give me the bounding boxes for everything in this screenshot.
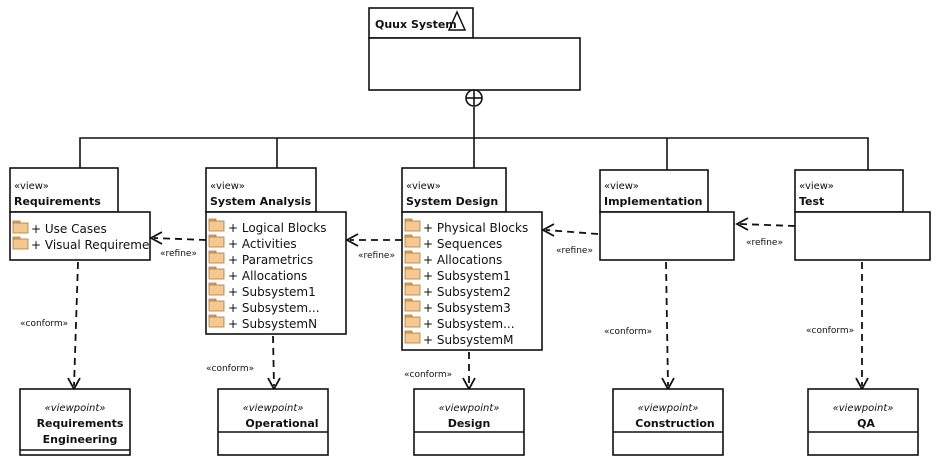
view-stereotype: «view» bbox=[14, 181, 49, 192]
refine-relation: «refine» bbox=[541, 223, 599, 256]
circle-plus-icon bbox=[465, 89, 483, 107]
refine-label: «refine» bbox=[358, 251, 395, 261]
refine-relation: «refine» bbox=[149, 231, 207, 259]
refine-label: «refine» bbox=[160, 249, 197, 259]
folder-icon bbox=[208, 266, 225, 280]
folder-icon bbox=[208, 250, 225, 264]
viewpoint-name: QA bbox=[857, 417, 875, 430]
folder-icon bbox=[12, 220, 29, 234]
folder-icon bbox=[208, 314, 225, 328]
package-item[interactable]: + SubsystemM bbox=[423, 333, 513, 347]
conform-relation: «conform» bbox=[404, 352, 476, 391]
package-item[interactable]: + Subsystem1 bbox=[228, 285, 316, 299]
viewpoint-name: Requirements bbox=[37, 417, 124, 430]
package-item-list: + Logical Blocks + Activities + Parametr… bbox=[208, 218, 326, 331]
package-item[interactable]: + Logical Blocks bbox=[228, 221, 326, 235]
folder-icon bbox=[208, 282, 225, 296]
folder-icon bbox=[404, 314, 421, 328]
refine-relation: «refine» bbox=[735, 217, 796, 248]
open-arrowhead-icon bbox=[267, 377, 281, 391]
view-name: System Design bbox=[406, 195, 498, 208]
folder-icon bbox=[404, 298, 421, 312]
root-package-title: Quux System bbox=[375, 18, 457, 31]
folder-icon bbox=[208, 234, 225, 248]
open-arrowhead-icon bbox=[735, 217, 749, 231]
conform-label: «conform» bbox=[206, 364, 254, 374]
folder-icon bbox=[12, 236, 29, 250]
refine-label: «refine» bbox=[556, 246, 593, 256]
viewpoint-name: Operational bbox=[245, 417, 318, 430]
open-arrowhead-icon bbox=[541, 223, 555, 237]
folder-icon bbox=[404, 218, 421, 232]
conform-relation: «conform» bbox=[604, 261, 675, 391]
package-item[interactable]: + SubsystemN bbox=[228, 317, 317, 331]
view-package-system-design[interactable]: «view» System Design + Physical Blocks +… bbox=[401, 167, 543, 351]
triangle-icon bbox=[447, 10, 467, 31]
viewpoint-stereotype: «viewpoint» bbox=[638, 403, 699, 414]
conform-relation: «conform» bbox=[20, 261, 81, 391]
viewpoint-name: Engineering bbox=[43, 433, 118, 446]
open-arrowhead-icon bbox=[345, 233, 359, 247]
folder-icon bbox=[404, 234, 421, 248]
package-item[interactable]: + Parametrics bbox=[228, 253, 313, 267]
conform-relation: «conform» bbox=[806, 262, 869, 391]
conform-relation: «conform» bbox=[206, 335, 281, 391]
view-name: Implementation bbox=[604, 195, 703, 208]
view-stereotype: «view» bbox=[406, 181, 441, 192]
package-item[interactable]: + Subsystem... bbox=[228, 301, 320, 315]
viewpoint-requirements-engineering[interactable]: «viewpoint» Requirements Engineering bbox=[19, 388, 131, 456]
package-item[interactable]: + Subsystem... bbox=[423, 317, 515, 331]
package-item[interactable]: + Use Cases bbox=[31, 222, 107, 236]
viewpoint-design[interactable]: «viewpoint» Design bbox=[413, 388, 525, 456]
conform-label: «conform» bbox=[20, 319, 68, 329]
viewpoint-name: Construction bbox=[635, 417, 714, 430]
folder-icon bbox=[404, 266, 421, 280]
package-item[interactable]: + Subsystem3 bbox=[423, 301, 511, 315]
package-item[interactable]: + Visual Requireme bbox=[31, 238, 149, 252]
folder-icon bbox=[404, 282, 421, 296]
package-item-list: + Physical Blocks + Sequences + Allocati… bbox=[404, 218, 528, 347]
view-stereotype: «view» bbox=[604, 181, 639, 192]
view-name: Test bbox=[799, 195, 824, 208]
conform-label: «conform» bbox=[404, 370, 452, 380]
refine-relation: «refine» bbox=[345, 233, 402, 261]
view-package-test[interactable]: «view» Test bbox=[794, 169, 931, 261]
viewpoint-stereotype: «viewpoint» bbox=[45, 403, 106, 414]
folder-icon bbox=[208, 298, 225, 312]
view-stereotype: «view» bbox=[799, 181, 834, 192]
package-item[interactable]: + Subsystem2 bbox=[423, 285, 511, 299]
conform-label: «conform» bbox=[806, 326, 854, 336]
viewpoint-stereotype: «viewpoint» bbox=[833, 403, 894, 414]
package-item[interactable]: + Allocations bbox=[423, 253, 502, 267]
viewpoint-name: Design bbox=[448, 417, 491, 430]
view-name: Requirements bbox=[14, 195, 101, 208]
refine-label: «refine» bbox=[746, 238, 783, 248]
package-item[interactable]: + Physical Blocks bbox=[423, 221, 528, 235]
open-arrowhead-icon bbox=[149, 231, 163, 245]
view-package-implementation[interactable]: «view» Implementation bbox=[599, 169, 735, 261]
folder-icon bbox=[404, 330, 421, 344]
viewpoint-operational[interactable]: «viewpoint» Operational bbox=[217, 388, 329, 456]
containment-tree bbox=[79, 107, 869, 170]
view-package-system-analysis[interactable]: «view» System Analysis + Logical Blocks … bbox=[205, 167, 347, 335]
viewpoint-stereotype: «viewpoint» bbox=[439, 403, 500, 414]
viewpoint-stereotype: «viewpoint» bbox=[243, 403, 304, 414]
package-item[interactable]: + Activities bbox=[228, 237, 297, 251]
viewpoint-qa[interactable]: «viewpoint» QA bbox=[807, 388, 919, 456]
viewpoint-construction[interactable]: «viewpoint» Construction bbox=[612, 388, 724, 456]
package-item[interactable]: + Sequences bbox=[423, 237, 502, 251]
conform-label: «conform» bbox=[604, 327, 652, 337]
package-item-list: + Use Cases + Visual Requireme bbox=[12, 220, 149, 252]
folder-icon bbox=[208, 218, 225, 232]
folder-icon bbox=[404, 250, 421, 264]
package-item[interactable]: + Allocations bbox=[228, 269, 307, 283]
view-name: System Analysis bbox=[210, 195, 312, 208]
package-item[interactable]: + Subsystem1 bbox=[423, 269, 511, 283]
root-package[interactable]: Quux System bbox=[368, 7, 581, 91]
view-package-requirements[interactable]: «view» Requirements + Use Cases + Visual… bbox=[9, 167, 151, 261]
view-stereotype: «view» bbox=[210, 181, 245, 192]
